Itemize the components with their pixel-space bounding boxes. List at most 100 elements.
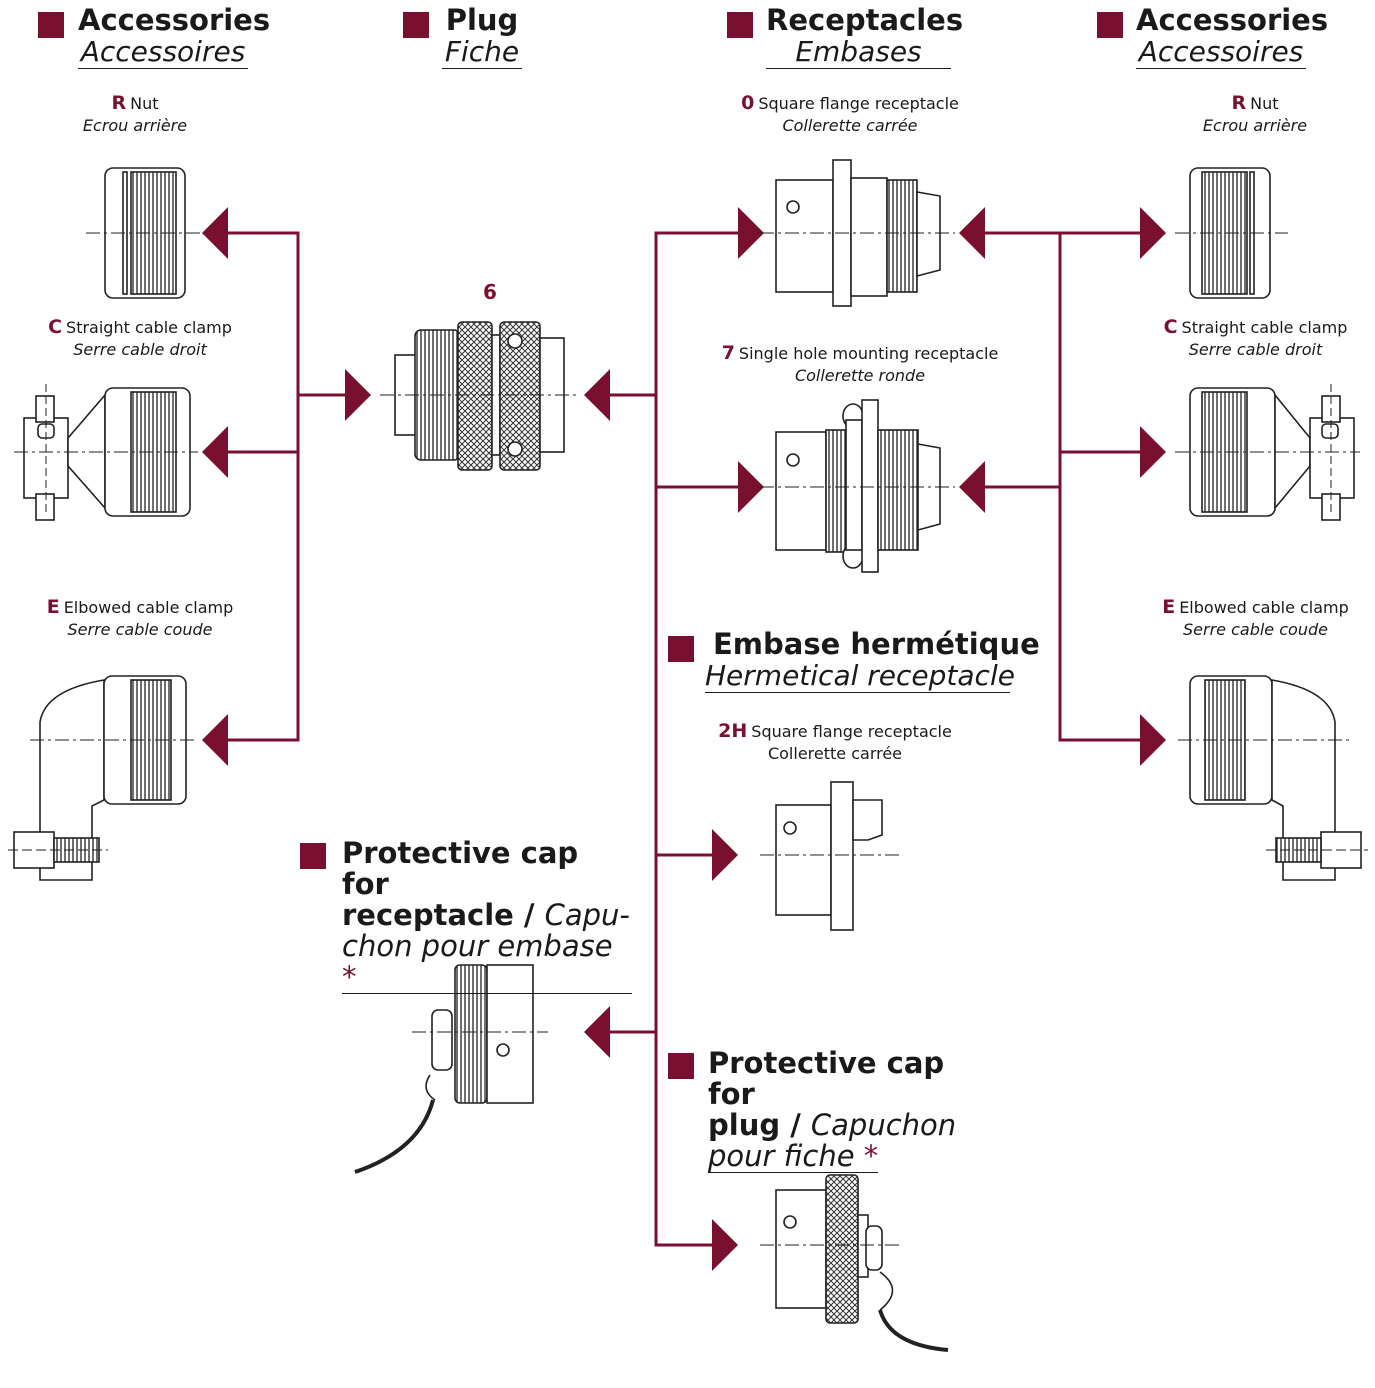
item-label: Elbowed cable clamp bbox=[63, 598, 234, 617]
receptacles-square-marker bbox=[727, 12, 753, 38]
item-label: Single hole mounting receptacle bbox=[738, 344, 999, 363]
item-code: E bbox=[1162, 596, 1176, 618]
arrow-to-plug bbox=[345, 369, 371, 421]
item-label-fr: Ecrou arrière bbox=[1202, 116, 1308, 135]
item-label-fr: Collerette ronde bbox=[794, 366, 926, 385]
cap-plug-drawing bbox=[760, 1174, 949, 1352]
hermetic-square-marker bbox=[668, 636, 694, 662]
cap-receptacle-drawing bbox=[354, 964, 548, 1174]
accessories-left-header: Accessories Accessoires bbox=[78, 3, 271, 69]
nut-drawing-left bbox=[86, 167, 200, 299]
arrow-to-straight-clamp-left bbox=[202, 426, 228, 478]
item-code: R bbox=[111, 92, 127, 114]
item-label: Straight cable clamp bbox=[1181, 318, 1348, 337]
cap-plug-line1: Protective cap for bbox=[708, 1046, 945, 1111]
cap-receptacle-line2-bold: receptacle / bbox=[342, 898, 535, 932]
accessories-left-subtitle: Accessoires bbox=[78, 36, 248, 69]
arrow-to-cap-receptacle bbox=[584, 1006, 610, 1058]
elbow-clamp-drawing-right bbox=[1178, 675, 1368, 881]
cap-receptacle-star: * bbox=[342, 960, 357, 994]
receptacles-header: Receptacles Embases bbox=[766, 3, 964, 69]
cap-receptacle-square-marker bbox=[300, 843, 326, 869]
item-code: 0 bbox=[741, 92, 755, 114]
item-code: 7 bbox=[721, 342, 735, 364]
plug-drawing bbox=[380, 321, 578, 471]
accessories-right-subtitle: Accessoires bbox=[1136, 36, 1306, 69]
item-label-fr: Collerette carrée bbox=[767, 744, 903, 763]
cap-receptacle-line2-italic: Capu- bbox=[544, 898, 630, 932]
item-code: C bbox=[48, 316, 63, 338]
straight-clamp-drawing-left bbox=[14, 384, 198, 521]
arrow-to-straight-clamp-right bbox=[1140, 426, 1166, 478]
item-label-fr: Serre cable coude bbox=[1183, 620, 1328, 639]
arrow-heads bbox=[202, 207, 1166, 1271]
accessories-right-title: Accessories bbox=[1136, 3, 1329, 37]
item-code: R bbox=[1231, 92, 1247, 114]
item-label-fr: Serre cable droit bbox=[73, 340, 207, 359]
item-label: Elbowed cable clamp bbox=[1179, 598, 1349, 617]
plug-code: 6 bbox=[483, 280, 497, 304]
elbow-clamp-drawing-left bbox=[8, 675, 198, 881]
receptacles-title: Receptacles bbox=[766, 3, 964, 37]
arrow-to-hermetic bbox=[712, 829, 738, 881]
item-label: Square flange receptacle bbox=[751, 722, 952, 741]
arrow-to-nut-right bbox=[1140, 207, 1166, 259]
cap-plug-line3: pour fiche bbox=[708, 1139, 855, 1173]
item-code: 2H bbox=[718, 720, 748, 742]
hermetic-title: Embase hermétique bbox=[713, 627, 1040, 661]
straight-clamp-drawing-right bbox=[1175, 384, 1360, 521]
item-label: Nut bbox=[1250, 94, 1279, 113]
item-code: E bbox=[46, 596, 60, 618]
item-label: Straight cable clamp bbox=[66, 318, 232, 337]
arrow-to-elbow-clamp-left bbox=[202, 714, 228, 766]
cap-receptacle-heading: Protective cap for receptacle / Capu- ch… bbox=[342, 838, 632, 994]
arrow-from-right-to-square-flange bbox=[959, 207, 985, 259]
plug-header: Plug Fiche bbox=[442, 4, 522, 69]
connector-lines bbox=[228, 231, 1140, 1247]
accessories-right-square-marker bbox=[1097, 12, 1123, 38]
arrow-to-square-flange bbox=[738, 207, 764, 259]
accessories-left-square-marker bbox=[38, 12, 64, 38]
nut-drawing-right bbox=[1175, 167, 1288, 299]
cap-plug-square-marker bbox=[668, 1053, 694, 1079]
accessories-left-title: Accessories bbox=[78, 3, 271, 37]
arrow-from-right-to-single-hole bbox=[959, 461, 985, 513]
hermetic-header: Embase hermétique Hermetical receptacle bbox=[705, 627, 1040, 693]
item-code: C bbox=[1163, 316, 1178, 338]
plug-title: Plug bbox=[445, 3, 519, 37]
item-label-fr: Serre cable coude bbox=[67, 620, 213, 639]
accessories-right-header: Accessories Accessoires bbox=[1136, 3, 1329, 69]
square-flange-receptacle-drawing bbox=[760, 159, 955, 307]
item-label: Square flange receptacle bbox=[758, 94, 959, 113]
item-label-fr: Collerette carrée bbox=[782, 116, 918, 135]
item-label-fr: Serre cable droit bbox=[1188, 340, 1323, 359]
cap-plug-heading: Protective cap for plug / Capuchon pour … bbox=[708, 1048, 998, 1173]
plug-subtitle: Fiche bbox=[442, 36, 522, 69]
cap-receptacle-line3: chon pour embase bbox=[342, 929, 613, 963]
arrow-to-cap-plug bbox=[712, 1219, 738, 1271]
arrow-plug-from-receptacles bbox=[584, 369, 610, 421]
arrow-to-elbow-clamp-right bbox=[1140, 714, 1166, 766]
cap-plug-line2-bold: plug / bbox=[708, 1108, 801, 1142]
arrow-to-single-hole bbox=[738, 461, 764, 513]
hermetic-receptacle-drawing bbox=[760, 781, 900, 931]
cap-plug-line2-italic: Capuchon bbox=[810, 1108, 957, 1142]
hermetic-subtitle: Hermetical receptacle bbox=[705, 659, 1015, 693]
cap-receptacle-line1: Protective cap for bbox=[342, 836, 579, 901]
arrow-to-nut-left bbox=[202, 207, 228, 259]
item-label: Nut bbox=[130, 94, 159, 113]
plug-square-marker bbox=[403, 12, 429, 38]
receptacles-subtitle: Embases bbox=[766, 36, 951, 69]
item-label-fr: Ecrou arrière bbox=[82, 116, 188, 135]
single-hole-receptacle-drawing bbox=[760, 399, 955, 573]
